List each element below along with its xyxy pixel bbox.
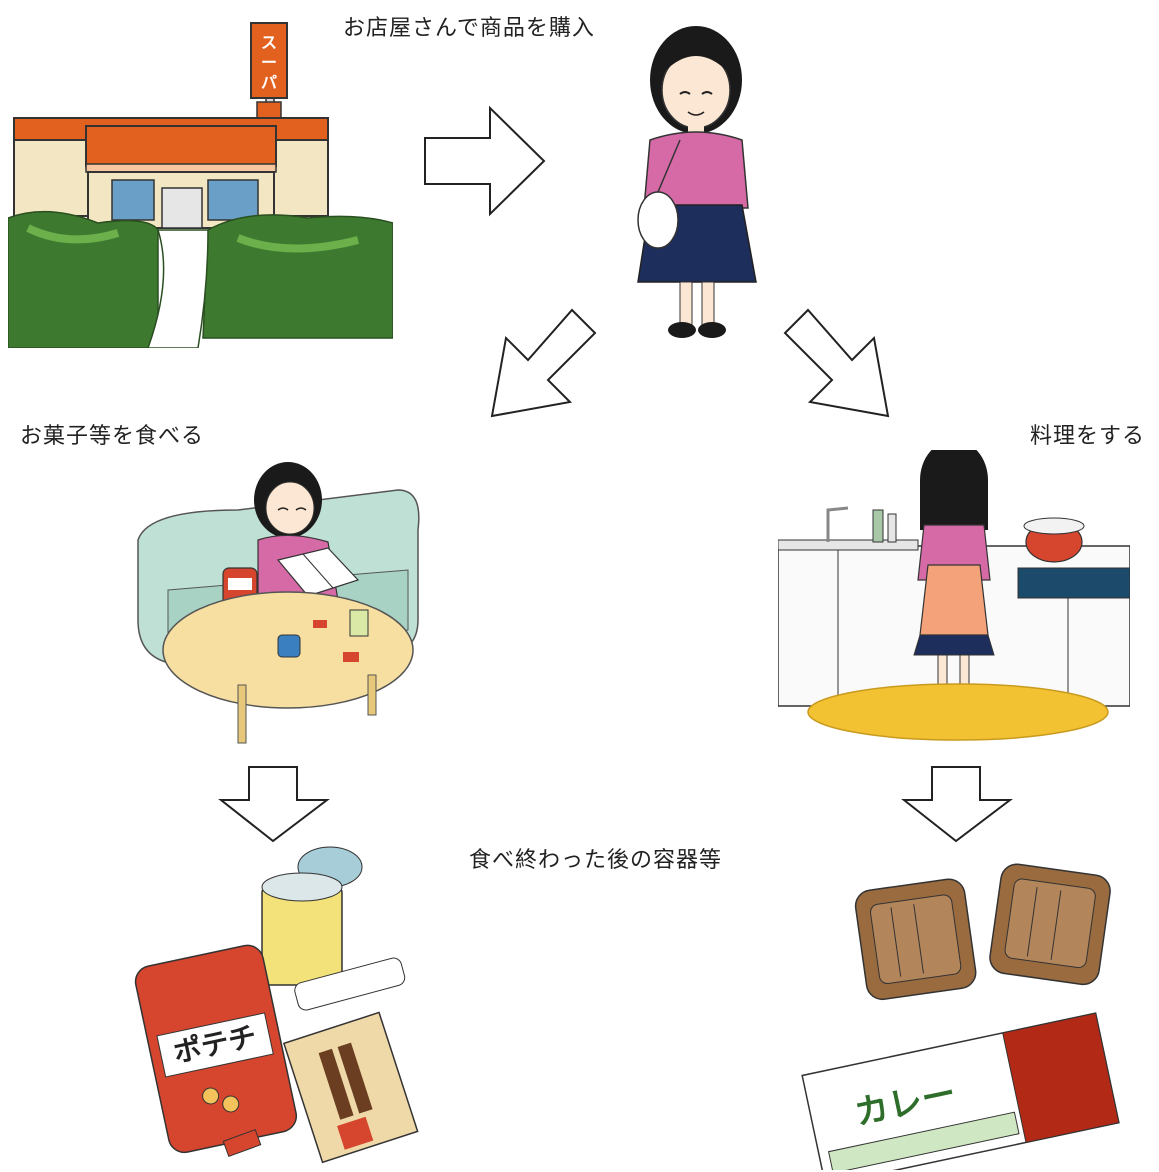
- label-containers: 食べ終わった後の容器等: [469, 848, 723, 873]
- label-cook: 料理をする: [1030, 424, 1146, 449]
- label-buy: お店屋さんで商品を購入: [343, 16, 595, 41]
- arrow-down-left-column: [218, 766, 330, 843]
- arrow-down-right: [783, 308, 890, 418]
- arrow-down-right-column: [901, 766, 1013, 843]
- arrow-down-left: [490, 308, 597, 418]
- sign-text-1: ス: [261, 33, 277, 52]
- snack-trash-illustration: ポテチ: [134, 846, 419, 1164]
- store-illustration: ス ー パ: [8, 22, 393, 348]
- svg-text:パ: パ: [261, 73, 277, 92]
- shopping-woman-illustration: [637, 26, 757, 338]
- arrow-right: [424, 105, 546, 217]
- reading-woman-on-sofa-illustration: [137, 462, 420, 744]
- svg-text:ー: ー: [261, 53, 277, 72]
- food-tray-trash-illustration: カレー: [801, 863, 1120, 1170]
- cooking-woman-illustration: [778, 450, 1130, 741]
- label-snack: お菓子等を食べる: [20, 424, 205, 449]
